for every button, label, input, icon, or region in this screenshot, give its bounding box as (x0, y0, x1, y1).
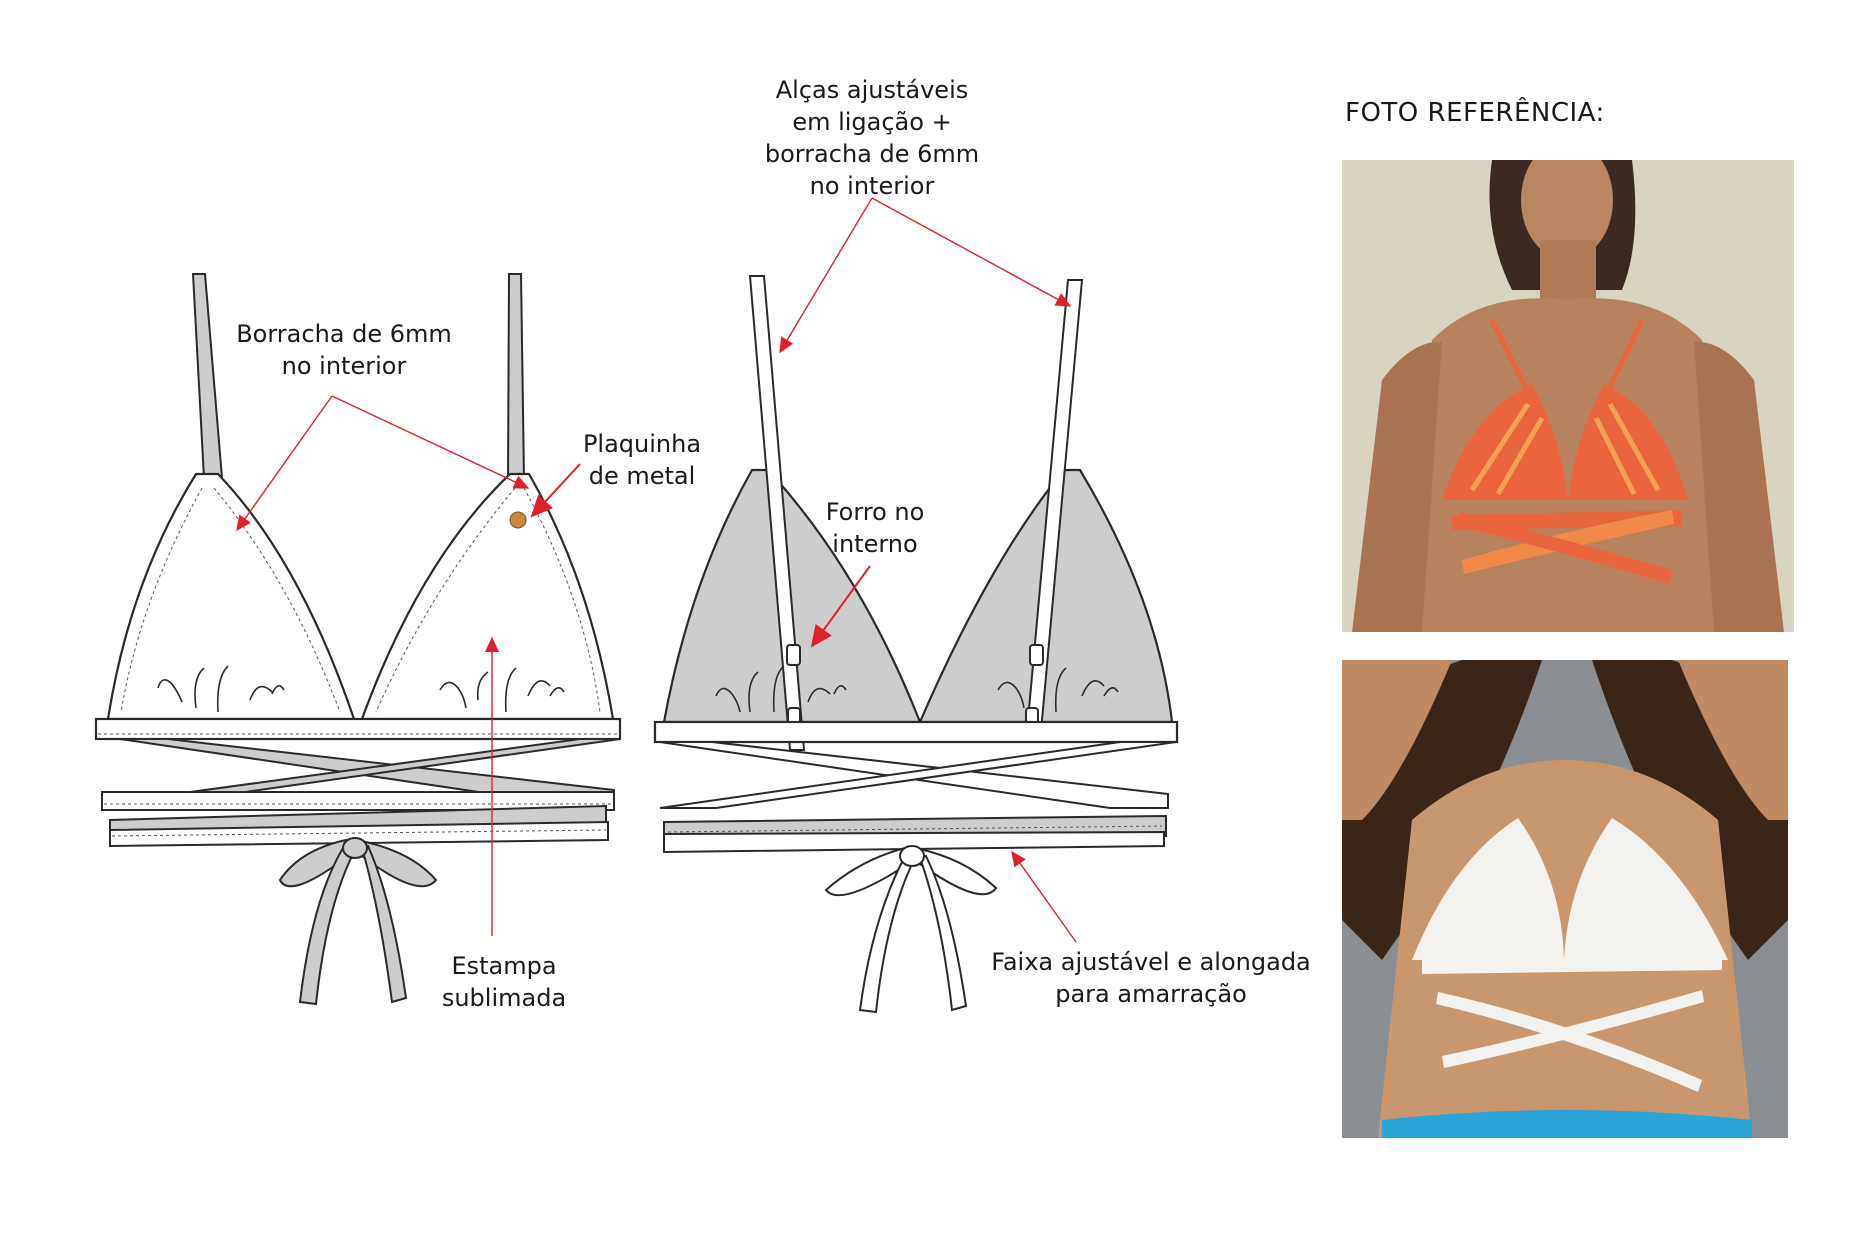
label-alcas-line2: em ligação + (792, 108, 952, 136)
back-left-strap (748, 275, 806, 751)
label-alcas: Alças ajustáveis em ligação + borracha d… (756, 74, 988, 202)
reference-title: FOTO REFERÊNCIA: (1345, 98, 1605, 128)
label-borracha: Borracha de 6mm no interior (222, 318, 466, 382)
label-estampa-line2: sublimada (441, 984, 567, 1012)
reference-photo-2 (1342, 660, 1788, 1138)
label-forro: Forro no interno (800, 496, 950, 560)
back-bow (824, 845, 998, 1014)
white-bikini-photo-icon (1342, 660, 1788, 1138)
back-under-band (653, 720, 1179, 744)
front-wrap-band-3 (109, 820, 609, 848)
front-bow (278, 837, 438, 1006)
label-faixa-line2: para amarração (1055, 980, 1247, 1008)
metal-plate-icon (509, 511, 527, 529)
label-estampa-line1: Estampa (451, 952, 557, 980)
front-wrap-band-1 (101, 791, 615, 811)
front-left-cup (106, 472, 356, 721)
front-right-strap (506, 273, 526, 479)
back-wrap-band-2 (663, 830, 1165, 854)
label-borracha-line2: no interior (281, 352, 407, 380)
label-faixa-line1: Faixa ajustável e alongada (991, 948, 1311, 976)
label-plaquinha-line1: Plaquinha (582, 430, 702, 458)
label-alcas-line1: Alças ajustáveis (775, 76, 969, 104)
front-right-cup (360, 472, 615, 721)
label-forro-line2: interno (832, 530, 918, 558)
front-left-strap (191, 273, 224, 479)
label-alcas-line3: borracha de 6mm (764, 140, 980, 168)
callout-lines (236, 197, 1077, 943)
label-plaquinha: Plaquinha de metal (562, 428, 722, 492)
reference-photo-1 (1342, 160, 1794, 632)
striped-bikini-photo-icon (1342, 160, 1794, 632)
label-plaquinha-line2: de metal (588, 462, 696, 490)
label-borracha-line1: Borracha de 6mm (236, 320, 452, 348)
front-view (94, 273, 622, 1006)
front-gathers (157, 665, 565, 713)
label-forro-line1: Forro no (825, 498, 925, 526)
back-view (653, 275, 1179, 1014)
label-alcas-line4: no interior (809, 172, 935, 200)
label-estampa: Estampa sublimada (424, 950, 584, 1014)
label-faixa: Faixa ajustável e alongada para amarraçã… (976, 946, 1326, 1010)
front-under-band (94, 717, 622, 741)
back-cross-strap-2 (659, 741, 1177, 809)
